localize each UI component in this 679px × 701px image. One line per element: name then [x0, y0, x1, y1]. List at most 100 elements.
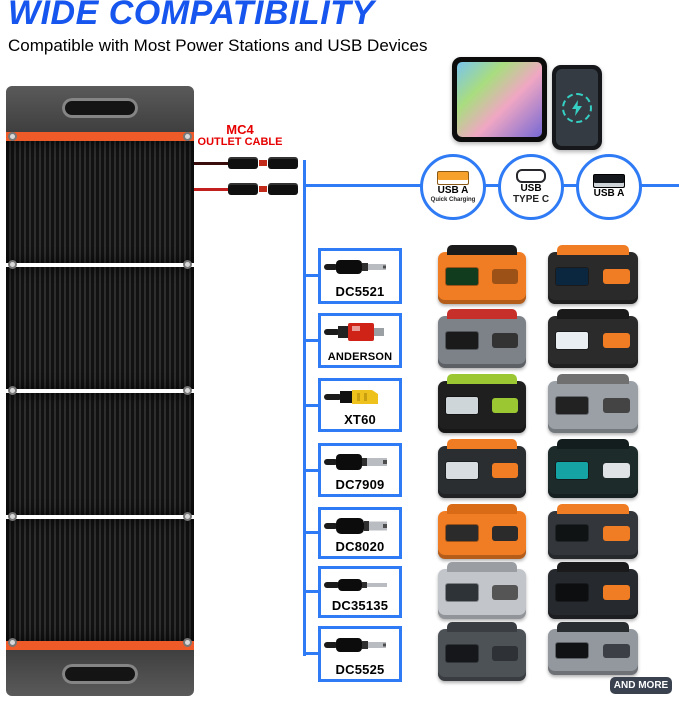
station-ports [602, 585, 630, 600]
station-ports [491, 397, 519, 414]
connector-box-dc5525: DC5525 [318, 626, 402, 682]
usb-a-quick-port: USB A Quick Charging [420, 154, 486, 220]
phone-image [552, 65, 602, 150]
usb-c-port-icon [516, 168, 546, 183]
mc4-connector-pair [228, 182, 306, 196]
station-handle [557, 504, 629, 514]
station-handle [446, 504, 518, 514]
panel-cable [194, 188, 232, 191]
dc7909-connector-image [324, 454, 387, 470]
station-ports [602, 462, 630, 479]
connector-label: ANDERSON [327, 351, 393, 363]
panel-top-handle [62, 98, 138, 118]
connection-line-stub [306, 652, 318, 655]
usb-a-port-icon [437, 170, 469, 185]
station-screen [556, 331, 589, 349]
station-screen [445, 525, 478, 542]
mc4-connector [268, 157, 298, 169]
connection-line [303, 160, 306, 186]
connector-box-dc5521: DC5521 [318, 248, 402, 304]
charging-ring-icon [562, 92, 592, 123]
usb-port-sublabel: Quick Charging [430, 197, 476, 204]
usb-port-label: USB A [437, 184, 469, 196]
usb-a-port-icon [593, 174, 625, 189]
station-handle [446, 374, 518, 384]
panel-bottom-handle [62, 664, 138, 684]
usb-port-sublabel: TYPE C [512, 194, 550, 206]
station-handle [557, 562, 629, 572]
mc4-label-line1: MC4 [226, 122, 254, 137]
power-station-image [438, 622, 526, 681]
and-more-badge: AND MORE [610, 677, 672, 694]
station-ports [491, 526, 519, 541]
power-station-image [548, 562, 638, 619]
station-ports [491, 645, 519, 662]
charging-bolt-icon [572, 99, 582, 116]
panel-section [6, 267, 194, 389]
panel-section [6, 141, 194, 263]
power-station-image [548, 245, 638, 304]
connection-line-trunk [303, 184, 306, 656]
station-screen [445, 267, 478, 285]
connector-box-dc35135: DC35135 [318, 566, 402, 618]
station-handle [446, 309, 518, 319]
station-handle [557, 245, 629, 255]
power-station-image [548, 309, 638, 368]
power-station-image [438, 504, 526, 559]
power-station-image [438, 562, 526, 619]
station-handle [557, 622, 629, 632]
station-ports [491, 268, 519, 285]
grommet-icon [8, 260, 17, 269]
connection-line-stub [306, 274, 318, 277]
mc4-label-line2: OUTLET CABLE [197, 136, 283, 148]
station-handle [446, 245, 518, 255]
station-handle [557, 439, 629, 449]
connector-box-xt60: XT60 [318, 378, 402, 432]
grommet-icon [8, 132, 17, 141]
panel-top-stripe [6, 132, 194, 141]
station-screen [445, 644, 478, 662]
power-station-image [438, 309, 526, 368]
connection-line-stub [306, 404, 318, 407]
mc4-connector-tip [259, 160, 267, 166]
station-ports [491, 332, 519, 349]
mc4-connector-pair [228, 156, 306, 170]
power-station-image [438, 374, 526, 433]
connection-line-stub [306, 339, 318, 342]
grommet-icon [8, 386, 17, 395]
connector-box-dc8020: DC8020 [318, 507, 402, 559]
grommet-icon [8, 512, 17, 521]
station-screen [556, 461, 589, 479]
station-screen [556, 396, 589, 414]
panel-section [6, 519, 194, 641]
xt60-connector-image [324, 390, 378, 404]
station-ports [602, 526, 630, 541]
connector-label: DC35135 [331, 598, 389, 613]
station-ports [491, 585, 519, 600]
grommet-icon [8, 638, 17, 647]
station-ports [602, 643, 630, 658]
station-handle [557, 309, 629, 319]
station-screen [556, 267, 589, 285]
mc4-connector [228, 157, 258, 169]
anderson-connector-image [324, 323, 384, 341]
dc5521-connector-image [324, 260, 386, 274]
phone-screen [556, 69, 598, 146]
connector-box-anderson: ANDERSON [318, 313, 402, 368]
station-handle [557, 374, 629, 384]
station-ports [602, 268, 630, 285]
tablet-screen [457, 62, 542, 137]
station-ports [491, 462, 519, 479]
power-station-image [438, 245, 526, 304]
connector-label: DC8020 [335, 539, 385, 554]
usb-a-port: USB A [576, 154, 642, 220]
connection-line-stub [306, 531, 318, 534]
grommet-icon [183, 260, 192, 269]
station-screen [556, 525, 589, 542]
dc8020-connector-image [324, 518, 387, 534]
power-station-image [548, 374, 638, 433]
station-handle [446, 562, 518, 572]
power-station-image [548, 622, 638, 675]
grommet-icon [183, 132, 192, 141]
